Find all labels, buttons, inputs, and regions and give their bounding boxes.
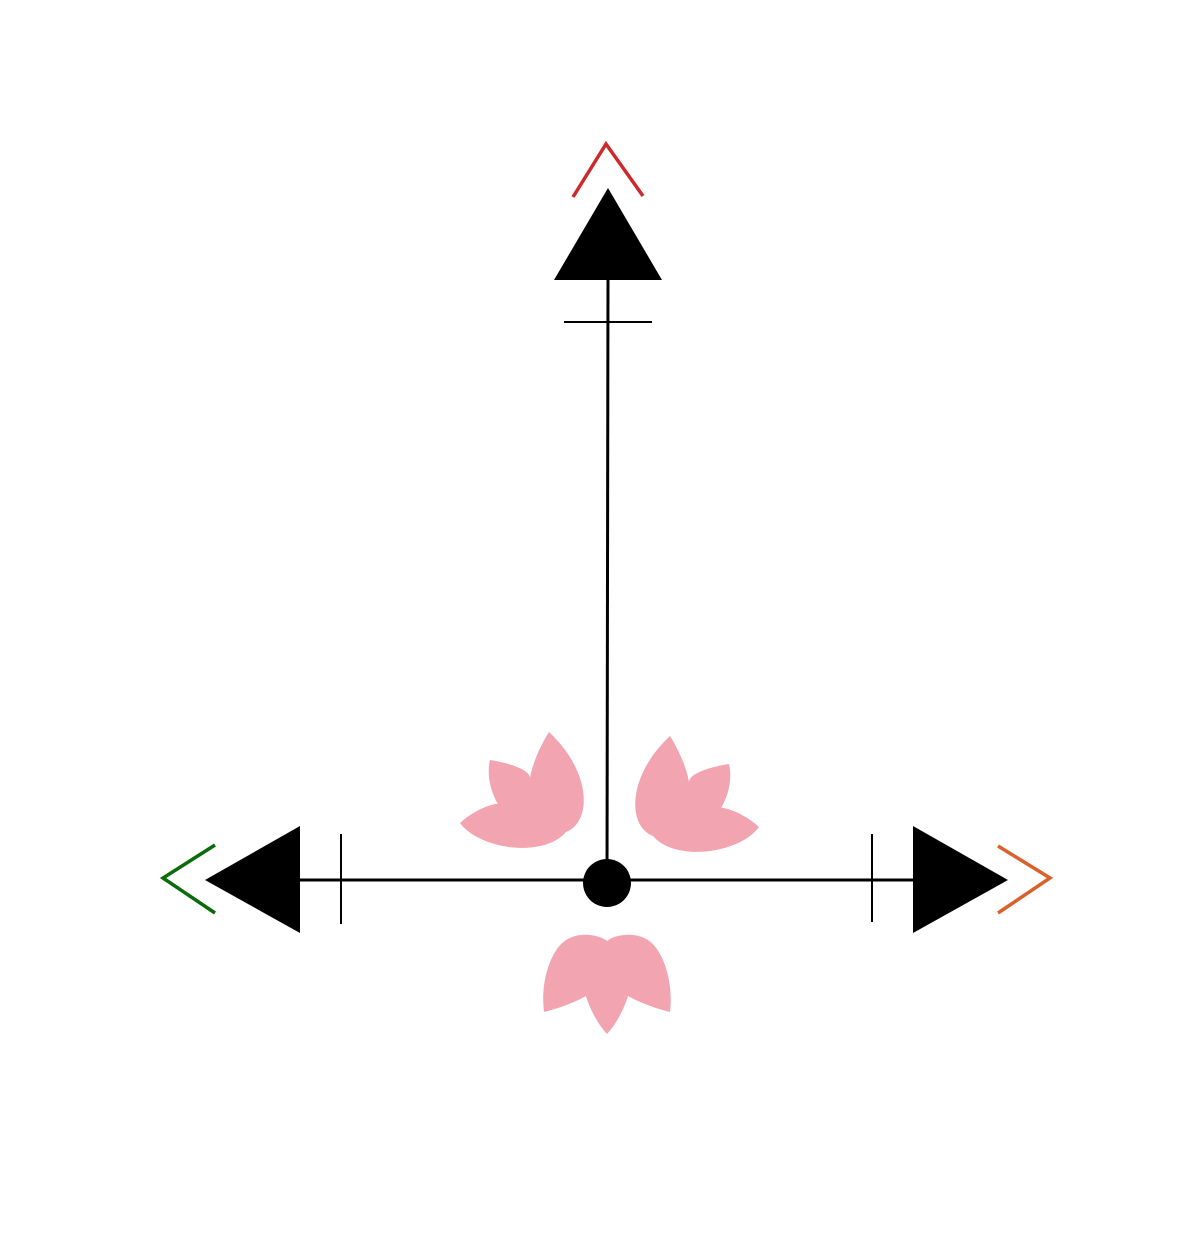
axis-right xyxy=(607,826,1054,933)
origin-dot xyxy=(583,859,631,907)
axis-line-up xyxy=(605,277,610,881)
chevron-up-icon xyxy=(571,140,645,198)
chevron-left-icon xyxy=(159,843,216,915)
chevron-right-icon xyxy=(997,844,1054,915)
arrowhead-left xyxy=(205,826,300,933)
arrowhead-up xyxy=(554,188,662,280)
petal-group-upper-right xyxy=(635,736,759,852)
petal xyxy=(460,732,584,848)
axis-up xyxy=(554,140,662,881)
petal xyxy=(635,736,759,852)
petal-group-upper-left xyxy=(460,732,584,848)
axis-left xyxy=(159,826,607,933)
petal xyxy=(543,934,671,1034)
petal-group-lower xyxy=(543,934,671,1034)
arrowhead-right xyxy=(913,826,1008,933)
